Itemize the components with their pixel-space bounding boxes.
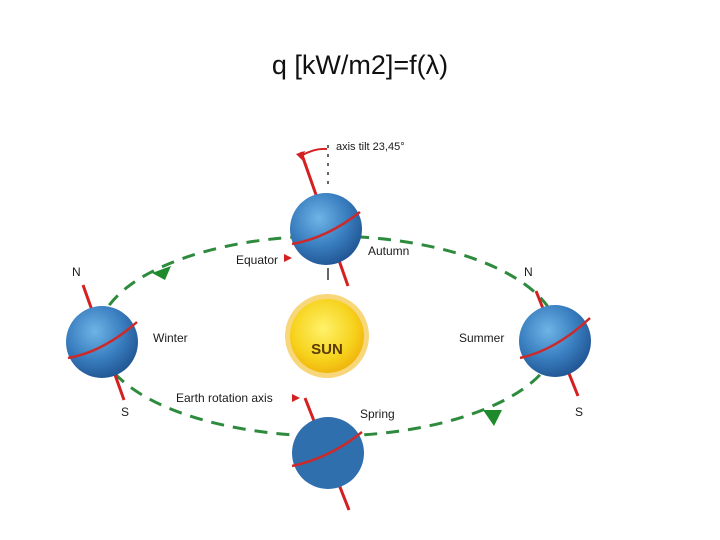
rotation-axis-pointer xyxy=(292,394,300,402)
earth-summer xyxy=(519,290,591,397)
sun: SUN xyxy=(285,294,369,378)
summer-label: Summer xyxy=(459,331,504,345)
earth-spring xyxy=(291,397,364,511)
winter-south-pole: S xyxy=(121,405,129,419)
summer-south-pole: S xyxy=(575,405,583,419)
sun-label: SUN xyxy=(311,341,343,358)
orbit-direction-arrow-bottom xyxy=(483,410,502,426)
autumn-label: Autumn xyxy=(368,244,409,258)
earth-winter xyxy=(66,284,138,401)
slide-title: q [kW/m2]=f(λ) xyxy=(271,50,449,80)
equator-pointer xyxy=(284,254,292,262)
rotation-axis-label: Earth rotation axis xyxy=(176,391,273,405)
orbit-direction-arrow-top xyxy=(152,266,171,280)
spring-label: Spring xyxy=(360,407,395,421)
summer-north-pole: N xyxy=(524,265,533,279)
axis-tilt-label: axis tilt 23,45° xyxy=(336,141,405,153)
winter-north-pole: N xyxy=(72,265,81,279)
earth-autumn xyxy=(290,151,362,287)
axis-tilt-indicator xyxy=(296,145,329,280)
winter-label: Winter xyxy=(153,331,188,345)
equator-label: Equator xyxy=(236,253,278,267)
